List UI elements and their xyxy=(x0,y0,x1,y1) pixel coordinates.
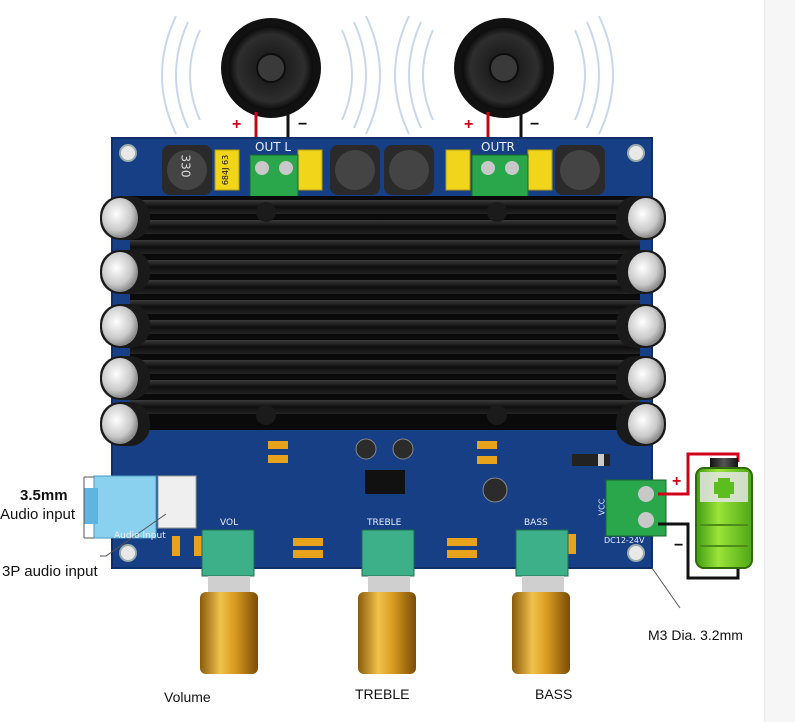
sound-waves-left xyxy=(161,15,381,135)
speaker-left-icon xyxy=(221,18,321,118)
speaker-right-icon xyxy=(454,18,554,118)
dc-silkscreen: DC12-24V xyxy=(604,536,645,545)
output-terminals xyxy=(249,154,529,198)
film-cap-label: 684J 63 xyxy=(221,154,231,186)
volume-potentiometer xyxy=(200,529,258,674)
jack-size-annotation: 3.5mm xyxy=(20,487,68,504)
page-right-edge xyxy=(764,0,795,722)
treble-caption: TREBLE xyxy=(355,686,410,702)
out-left-silkscreen: OUT L xyxy=(255,140,292,154)
mount-hole-annotation: M3 Dia. 3.2mm xyxy=(648,627,743,643)
inductor-value-label: 330 xyxy=(178,154,193,178)
small-smd-parts xyxy=(172,438,610,558)
heatsink xyxy=(130,196,640,430)
bass-potentiometer xyxy=(512,529,570,674)
inductors xyxy=(162,145,605,195)
battery-minus-label: − xyxy=(674,537,684,554)
dc-terminal xyxy=(605,479,667,537)
power-wires xyxy=(658,452,740,580)
right-speaker-plus: + xyxy=(464,116,474,133)
vcc-silkscreen: VCC xyxy=(597,498,607,516)
volume-caption: Volume xyxy=(164,689,211,705)
electrolytic-capacitors xyxy=(100,196,666,446)
film-capacitors xyxy=(214,149,553,191)
treble-potentiometer xyxy=(358,529,416,674)
left-speaker-minus: − xyxy=(298,116,308,133)
right-speaker-minus: − xyxy=(530,116,540,133)
audio-input-silkscreen: Audio Input xyxy=(114,531,166,541)
left-speaker-plus: + xyxy=(232,116,242,133)
annotation-lines xyxy=(83,476,681,609)
bass-caption: BASS xyxy=(535,686,573,702)
out-right-silkscreen: OUTR xyxy=(481,140,515,154)
mounting-holes xyxy=(119,144,645,562)
battery-plus-label: + xyxy=(672,473,682,490)
sound-waves-right xyxy=(394,15,614,135)
three-pin-annotation: 3P audio input xyxy=(2,563,98,580)
vol-silkscreen: VOL xyxy=(220,518,239,528)
bass-silkscreen: BASS xyxy=(524,518,548,528)
battery-icon xyxy=(695,458,753,569)
jack-label-annotation: Audio input xyxy=(0,506,76,523)
treble-silkscreen: TREBLE xyxy=(367,518,402,528)
